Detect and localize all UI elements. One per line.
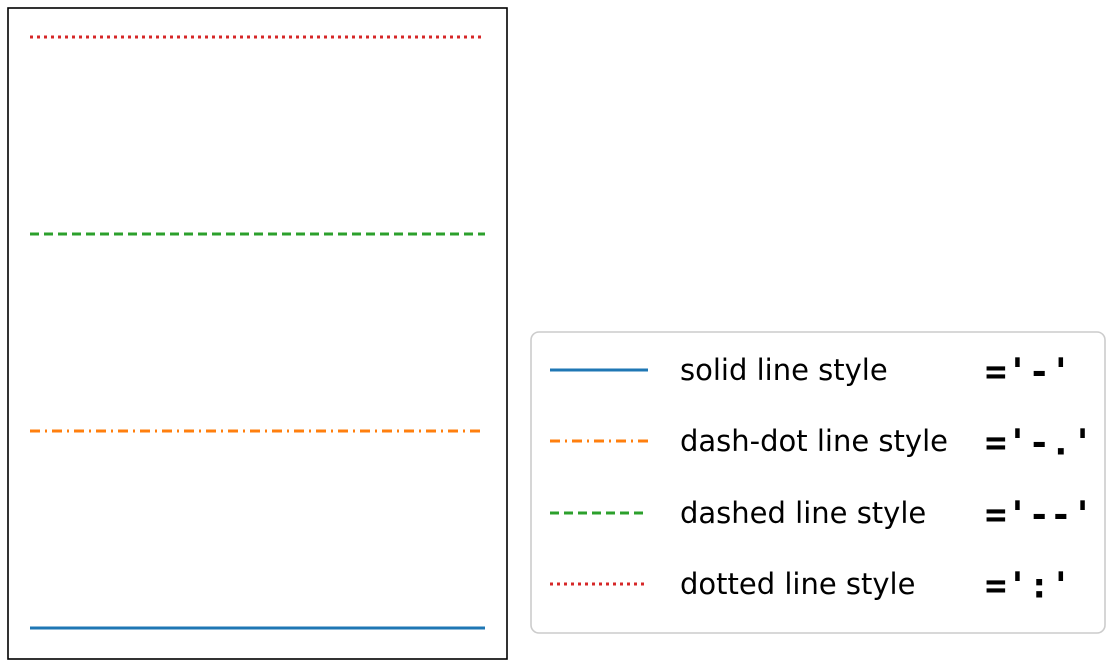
legend-code: ='-.' [985, 423, 1093, 464]
legend-code: ='--' [985, 495, 1093, 536]
plot-frame [7, 7, 508, 660]
legend-label: dash-dot line style [680, 424, 948, 458]
legend-label: solid line style [680, 353, 888, 387]
legend-entries: solid line style ='-' dash-dot line style =… [550, 352, 1093, 607]
legend-entry-dashed-line-style: dashed line style ='--' [550, 495, 1093, 536]
legend: solid line style ='-' dash-dot line style =… [530, 331, 1106, 634]
legend-entry-dotted-line-style: dotted line style =':' [550, 566, 1072, 607]
legend-entry-solid-line-style: solid line style ='-' [550, 352, 1072, 393]
legend-label: dashed line style [680, 496, 926, 530]
legend-code: ='-' [985, 352, 1072, 393]
legend-code: =':' [985, 566, 1072, 607]
legend-box [530, 331, 1106, 634]
series-layer [30, 35, 485, 630]
legend-label: dotted line style [680, 567, 915, 601]
legend-entry-dash-dot-line-style: dash-dot line style ='-.' [550, 423, 1093, 464]
